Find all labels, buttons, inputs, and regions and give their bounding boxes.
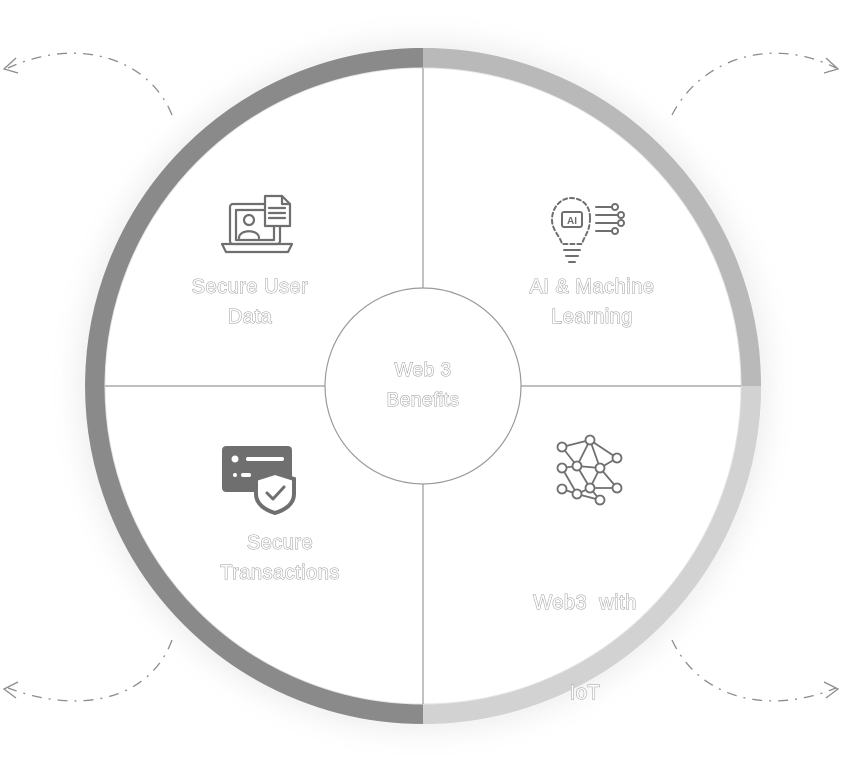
quadrant-label-secure-transactions: Secure Transactions xyxy=(180,528,380,588)
quadrant-label-line2: Transactions xyxy=(220,562,340,585)
network-nodes-icon xyxy=(556,434,623,506)
ai-lightbulb-circuit-icon xyxy=(550,196,625,263)
dashed-arc-top-left xyxy=(7,52,173,116)
quadrant-label-line1: Secure xyxy=(246,532,314,555)
center-label: Web 3 Benefits xyxy=(343,356,503,416)
ring-left-half xyxy=(85,48,424,724)
quadrant-label-line2: Learning xyxy=(551,306,633,329)
quadrant-label-ai-machine-learning: AI & Machine Learning xyxy=(492,272,692,332)
dashed-arc-top-right xyxy=(671,52,837,116)
dashed-arc-bottom-right xyxy=(671,639,837,702)
quadrant-label-line1: Web3 with xyxy=(533,592,637,615)
quadrant-label-line1: Secure User xyxy=(191,276,309,299)
arrow-head-top-right xyxy=(823,57,840,74)
ring-top-right xyxy=(422,48,761,387)
quadrant-label-line2: IoT xyxy=(569,682,601,705)
quadrant-label-line1: AI & Machine xyxy=(529,276,655,299)
dashed-arrows xyxy=(2,52,840,702)
ai-badge-text: AI xyxy=(567,216,577,227)
ring-bottom-right xyxy=(422,385,761,724)
dashed-arc-bottom-left xyxy=(7,639,173,702)
center-circle xyxy=(324,287,522,485)
quadrant-dividers xyxy=(105,68,741,704)
arrow-head-bottom-left xyxy=(2,681,19,699)
quadrant-label-line2: Data xyxy=(227,306,273,329)
quadrant-label-web3-iot: Web3 with IoT xyxy=(480,528,690,768)
card-shield-check-icon xyxy=(222,446,296,516)
arrow-head-top-left xyxy=(2,57,19,74)
arrow-head-bottom-right xyxy=(823,681,840,699)
center-label-line1: Web 3 xyxy=(394,360,452,382)
center-label-line2: Benefits xyxy=(386,390,460,412)
quadrant-label-secure-user-data: Secure User Data xyxy=(150,272,350,332)
laptop-user-document-icon xyxy=(220,194,294,254)
